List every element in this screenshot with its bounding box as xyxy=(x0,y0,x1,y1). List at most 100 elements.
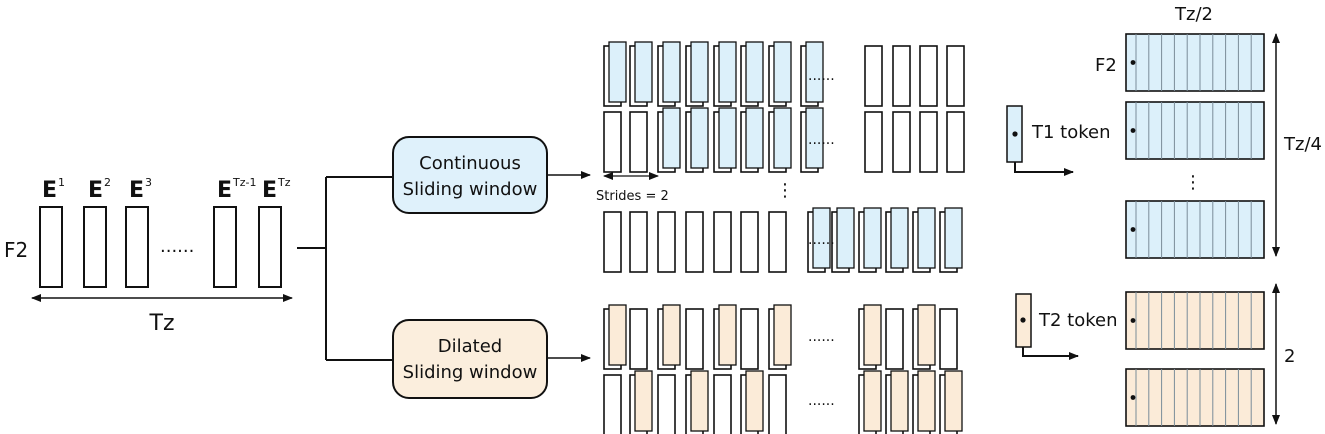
embedding-etz-1: E Tz-1 xyxy=(213,176,256,288)
window-slot xyxy=(685,211,704,273)
window-overlay xyxy=(662,41,681,103)
output-blocks xyxy=(1125,33,1265,427)
window-overlay xyxy=(634,41,653,103)
window-overlay xyxy=(863,304,882,366)
branch-connector xyxy=(297,176,393,361)
window-slot xyxy=(864,111,883,173)
window-overlay xyxy=(718,304,737,366)
output-vertical-ellipsis: ⋮ xyxy=(1184,172,1202,193)
output-block-t2-second xyxy=(1125,368,1265,427)
output-matrix xyxy=(1125,101,1265,160)
window-overlay xyxy=(917,207,936,269)
output-matrix xyxy=(1125,291,1265,350)
continuous-window-row-n xyxy=(603,207,963,273)
t1-token: T1 token xyxy=(1006,105,1111,176)
row-ellipsis: ...... xyxy=(808,132,835,148)
output-matrix xyxy=(1125,33,1265,92)
window-overlay xyxy=(917,304,936,366)
embedding-column xyxy=(39,206,63,288)
output-token-dot xyxy=(1130,227,1136,232)
window-slot xyxy=(740,211,759,273)
embedding-superscript: Tz-1 xyxy=(232,176,256,189)
dilated-branch: Dilated Sliding window xyxy=(392,319,591,399)
window-overlay xyxy=(863,370,882,432)
window-overlay xyxy=(836,207,855,269)
window-overlay xyxy=(690,41,709,103)
window-slot xyxy=(946,45,965,107)
embedding-column xyxy=(83,206,107,288)
window-overlay xyxy=(812,207,831,269)
output-block-t1-second xyxy=(1125,101,1265,160)
window-slot xyxy=(603,374,622,434)
continuous-label-line2: Sliding window xyxy=(403,179,538,200)
window-overlay xyxy=(773,107,792,169)
window-overlay xyxy=(890,207,909,269)
output-feature-label: F2 xyxy=(1095,55,1117,76)
row-ellipsis: ...... xyxy=(808,68,835,84)
window-overlay xyxy=(944,207,963,269)
window-slot xyxy=(768,374,787,434)
window-slot xyxy=(629,211,648,273)
t2-token-label: T2 token xyxy=(1038,310,1118,331)
window-overlay xyxy=(745,107,764,169)
output-block-t2-first xyxy=(1125,291,1265,350)
embedding-e3: E 3 xyxy=(125,176,152,288)
dilated-label-line1: Dilated xyxy=(438,336,502,357)
window-overlay xyxy=(805,107,824,169)
embedding-symbol: E xyxy=(88,178,103,203)
output-token-dot xyxy=(1130,60,1136,65)
top-height-label: Tz/4 xyxy=(1283,134,1322,155)
t2-token: T2 token xyxy=(1015,293,1118,360)
t2-token-dot xyxy=(1020,317,1026,323)
window-overlay xyxy=(745,41,764,103)
window-slot xyxy=(603,111,622,173)
window-slot xyxy=(892,45,911,107)
embedding-symbol: E xyxy=(217,178,232,203)
window-overlay xyxy=(690,370,709,432)
window-overlay xyxy=(773,41,792,103)
row-ellipsis: ...... xyxy=(808,232,835,248)
dilated-window-row-2 xyxy=(603,370,963,434)
embedding-ellipsis: ...... xyxy=(160,236,194,257)
continuous-window-row-2 xyxy=(603,107,965,173)
output-token-dot xyxy=(1130,128,1136,133)
output-token-dot xyxy=(1130,318,1136,323)
window-slot xyxy=(919,45,938,107)
window-overlay xyxy=(773,304,792,366)
output-width-label: Tz/2 xyxy=(1174,4,1213,25)
window-rows xyxy=(603,41,965,434)
continuous-label-line1: Continuous xyxy=(419,153,521,174)
time-label-tz: Tz xyxy=(149,311,175,336)
window-overlay xyxy=(690,107,709,169)
output-block-t1-last xyxy=(1125,200,1265,259)
window-overlay xyxy=(718,107,737,169)
output-block-t1-first xyxy=(1125,33,1265,92)
window-slot xyxy=(629,111,648,173)
embedding-etz: E Tz xyxy=(258,176,291,288)
window-slot xyxy=(768,211,787,273)
embedding-superscript: 1 xyxy=(58,176,65,189)
embedding-superscript: 3 xyxy=(145,176,152,189)
feature-label-f2: F2 xyxy=(4,238,28,262)
window-overlay xyxy=(718,41,737,103)
output-matrix xyxy=(1125,200,1265,259)
window-slot xyxy=(713,374,732,434)
window-slot xyxy=(713,211,732,273)
embedding-symbol: E xyxy=(42,178,57,203)
t1-token-arrow xyxy=(1014,162,1074,176)
strides-label: Strides = 2 xyxy=(596,189,669,204)
bottom-height-label: 2 xyxy=(1284,346,1295,367)
window-slot xyxy=(892,111,911,173)
embedding-e1: E 1 xyxy=(39,176,65,288)
embedding-superscript: 2 xyxy=(104,176,111,189)
embedding-column xyxy=(125,206,149,288)
window-slot xyxy=(603,211,622,273)
window-overlay xyxy=(608,41,627,103)
window-slot xyxy=(919,111,938,173)
window-overlay xyxy=(805,41,824,103)
output-matrix xyxy=(1125,368,1265,427)
dilated-sliding-window-box xyxy=(392,319,548,399)
dilated-window-row-1 xyxy=(603,304,958,370)
